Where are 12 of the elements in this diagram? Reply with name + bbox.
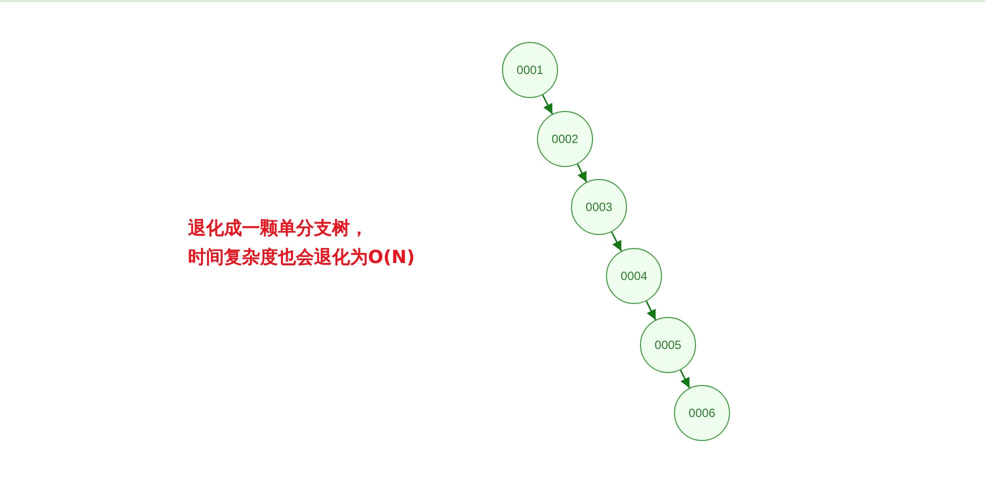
annotation-text: 退化成一颗单分支树， [188,217,368,240]
tree-node-circle: 0001 [502,42,558,98]
tree-node-circle: 0004 [606,248,662,304]
arrow [542,94,553,114]
tree-node-circle: 0003 [571,179,627,235]
annotation-text: 时间复杂度也会退化为O(N) [188,246,415,269]
arrow [680,370,690,388]
arrow [576,164,588,182]
arrow [611,232,622,252]
tree-node-circle: 0005 [640,317,696,373]
tree-node-circle: 0002 [537,111,593,167]
tree-node-circle: 0006 [674,385,730,441]
